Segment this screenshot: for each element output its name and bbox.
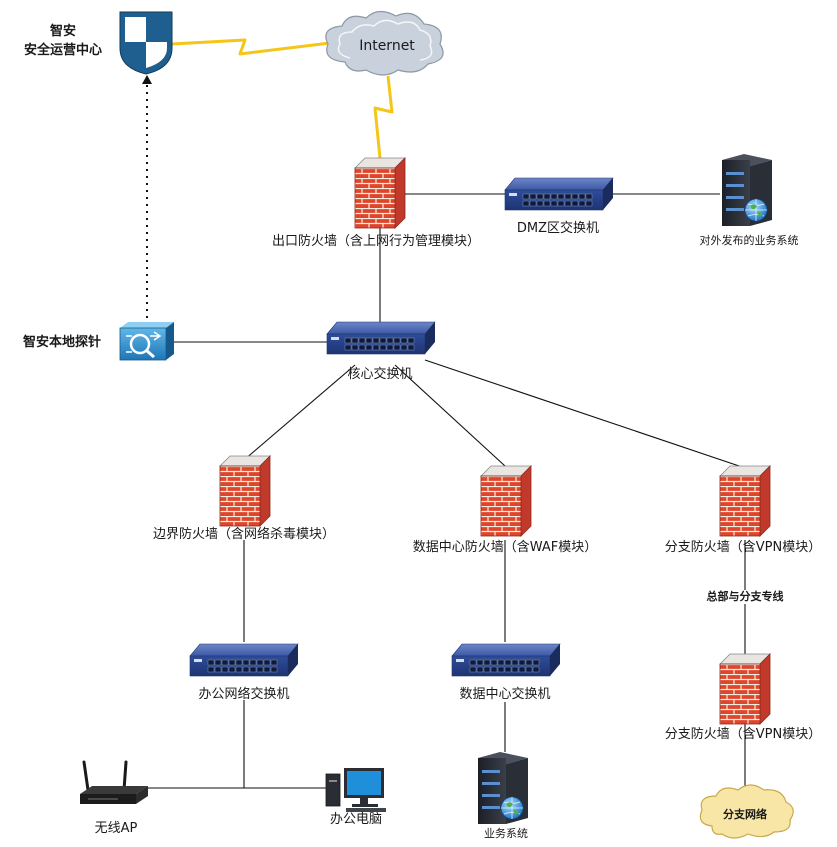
business-server-icon [477, 751, 529, 825]
dmz-switch-icon [504, 177, 614, 211]
office-pc-icon [325, 768, 386, 812]
lightning-internet-exitfw [373, 75, 394, 159]
border-firewall-icon [219, 455, 271, 527]
core-switch-icon [326, 321, 436, 355]
dc-firewall-label: 数据中心防火墙（含WAF模块） [413, 539, 598, 555]
dedicated-line-label: 总部与分支专线 [707, 589, 784, 603]
public-server-label: 对外发布的业务系统 [700, 233, 799, 247]
soc-label-line2: 安全运营中心 [24, 42, 102, 58]
internet-label: Internet [359, 38, 415, 54]
exit-firewall-icon [354, 157, 406, 229]
branch-network-cloud-icon [699, 784, 794, 839]
office-switch-label: 办公网络交换机 [198, 686, 289, 702]
business-server-label: 业务系统 [484, 827, 528, 840]
line-core-branchfw [424, 359, 746, 469]
connection-lines [146, 84, 746, 792]
branch-firewall-top-label: 分支防火墙（含VPN模块） [665, 539, 821, 555]
dc-switch-icon [451, 643, 561, 677]
dc-firewall-icon [480, 465, 532, 537]
lightning-soc-internet [171, 38, 331, 56]
line-core-borderfw [243, 364, 356, 461]
public-server-icon [721, 153, 773, 227]
wireless-ap-label: 无线AP [95, 821, 138, 836]
border-firewall-label: 边界防火墙（含网络杀毒模块） [153, 526, 335, 542]
branch-firewall-bottom-label: 分支防火墙（含VPN模块） [665, 726, 821, 742]
probe-label: 智安本地探针 [23, 334, 101, 350]
branch-network-label: 分支网络 [723, 807, 767, 821]
probe-icon [119, 322, 174, 361]
arrow-head-up [142, 75, 152, 84]
core-switch-label: 核心交换机 [347, 366, 412, 382]
exit-firewall-label: 出口防火墙（含上网行为管理模块） [272, 233, 480, 249]
line-core-dcfw [394, 364, 506, 467]
branch-firewall-bottom-icon [719, 653, 771, 725]
internet-cloud-icon [325, 10, 444, 76]
office-pc-label: 办公电脑 [330, 812, 382, 827]
office-switch-icon [189, 643, 299, 677]
dmz-switch-label: DMZ区交换机 [517, 220, 599, 236]
soc-shield-icon [119, 11, 173, 75]
soc-label-line1: 智安 [50, 23, 76, 39]
branch-firewall-top-icon [719, 465, 771, 537]
dc-switch-label: 数据中心交换机 [459, 686, 550, 702]
wireless-ap-icon [80, 760, 148, 804]
